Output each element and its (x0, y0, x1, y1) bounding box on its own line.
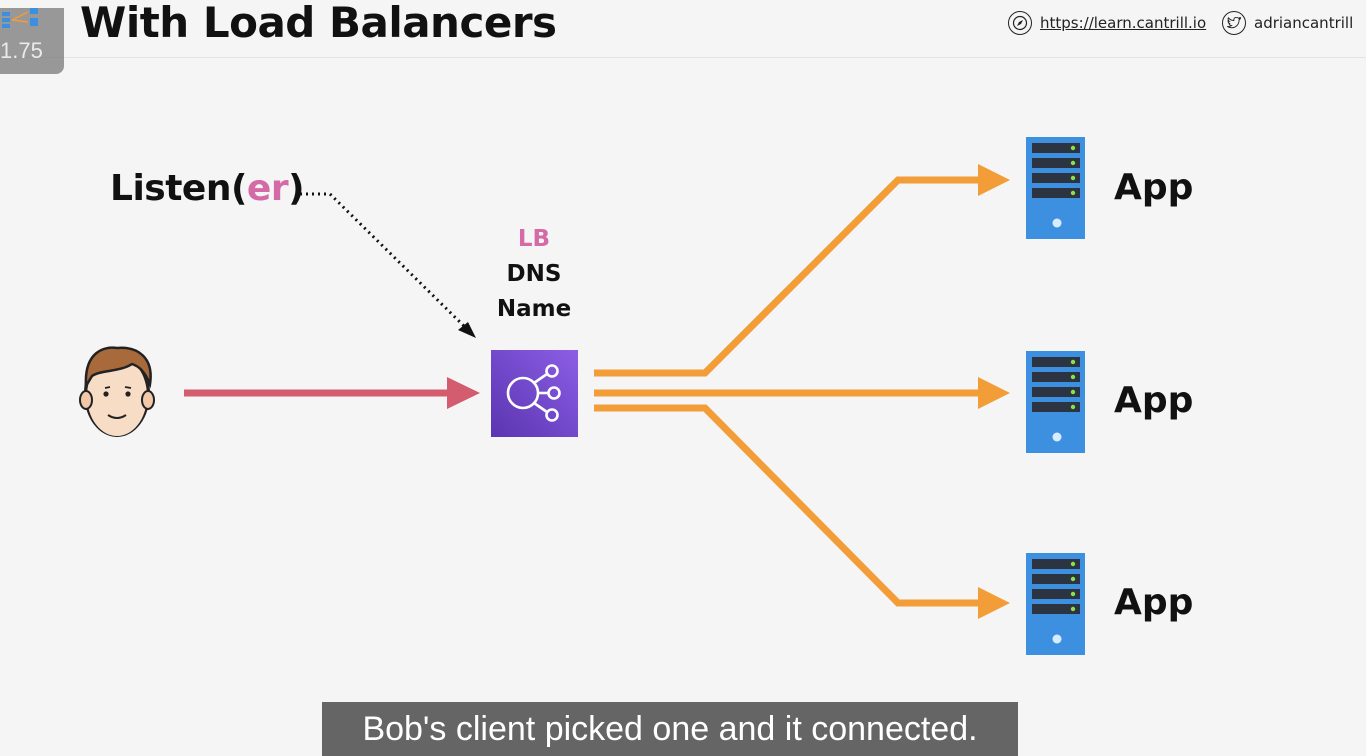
listener-connector (300, 192, 476, 338)
route-to-app-2 (594, 377, 1010, 409)
slide-title: With Load Balancers (80, 0, 557, 47)
mini-diagram-icon (2, 8, 38, 28)
subtitle-caption: Bob's client picked one and it connected… (322, 702, 1018, 756)
twitter-bird-icon (1222, 11, 1246, 35)
lb-label-line1: LB (517, 226, 551, 252)
route-to-app-1 (594, 164, 1010, 377)
playback-speed-badge[interactable]: 1.75 (0, 8, 64, 74)
listener-label-paren-close: ) (288, 168, 305, 209)
header-bar: With Load Balancers https://learn.cantri… (0, 0, 1366, 58)
lb-label-line3: Name (496, 296, 572, 322)
app-label-3: App (1114, 582, 1194, 623)
lb-label-line2: DNS (506, 261, 562, 287)
lb-dns-name-label: LB DNS Name (474, 222, 594, 327)
twitter-link[interactable]: adriancantrill (1222, 9, 1353, 37)
server-icon (1026, 137, 1085, 239)
listener-label-main: Listen (110, 168, 231, 209)
person-face-icon (79, 346, 155, 437)
listener-label-accent: er (246, 168, 289, 209)
app-label-2: App (1114, 380, 1194, 421)
server-icon (1026, 553, 1085, 655)
listener-label-paren-open: ( (230, 168, 247, 209)
website-link[interactable]: https://learn.cantrill.io (1008, 9, 1206, 37)
listener-label: Listen(er) (110, 168, 305, 209)
route-to-app-3 (594, 404, 1010, 619)
elastic-load-balancer-icon (491, 350, 578, 437)
compass-icon (1008, 11, 1032, 35)
client-request-arrow (184, 377, 480, 409)
app-label-1: App (1114, 167, 1194, 208)
twitter-handle[interactable]: adriancantrill (1254, 14, 1354, 32)
server-icon (1026, 351, 1085, 453)
website-url[interactable]: https://learn.cantrill.io (1040, 14, 1207, 32)
playback-speed-value: 1.75 (0, 38, 43, 63)
